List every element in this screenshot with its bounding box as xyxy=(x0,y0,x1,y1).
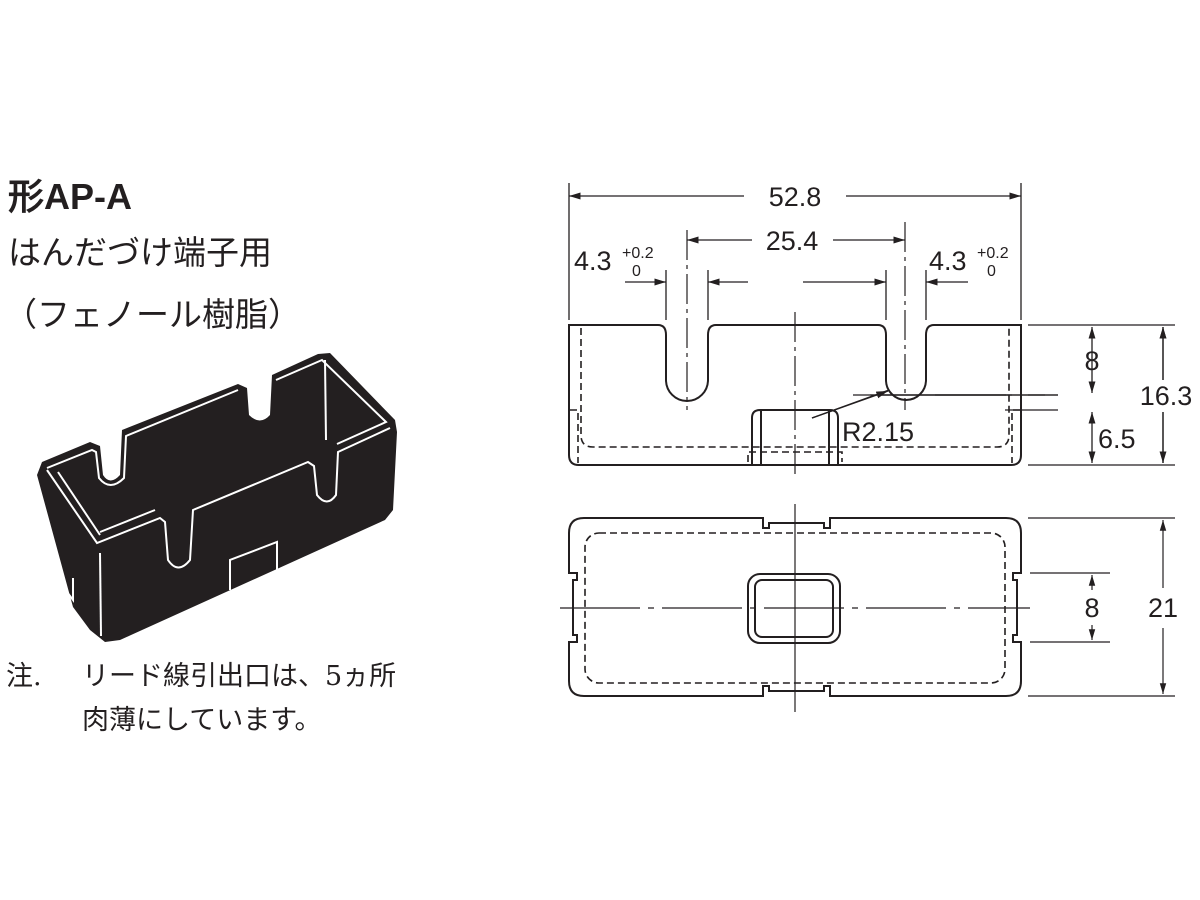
tol-lower-left: 0 xyxy=(632,263,641,280)
note-line-2: 肉薄にしています。 xyxy=(82,705,322,736)
tol-upper-left: +0.2 xyxy=(622,245,654,262)
note-label: 注. xyxy=(6,661,42,692)
dim-overall-width: 52.8 xyxy=(769,182,822,212)
top-view-dimensions: 8 21 xyxy=(1084,593,1178,623)
front-view-outline xyxy=(568,324,1022,466)
dim-slot-depth: 8 xyxy=(1084,346,1099,376)
isometric-box-illustration xyxy=(37,353,397,642)
note-text-1: リード線引出口は、5ヵ所 xyxy=(82,661,397,692)
dim-inner-width: 8 xyxy=(1084,593,1099,623)
front-view xyxy=(568,183,1175,478)
note-line-1: 注. リード線引出口は、5ヵ所 xyxy=(6,654,396,693)
tol-lower-right: 0 xyxy=(987,263,996,280)
top-view xyxy=(560,504,1175,712)
product-subtitle: はんだづけ端子用 xyxy=(8,233,272,272)
product-title: 形AP-A xyxy=(8,176,132,217)
front-view-dimensions: 52.8 25.4 4.3 +0.2 0 4.3 +0.2 0 8 16.3 6… xyxy=(574,182,1192,454)
dim-radius: R2.15 xyxy=(842,417,914,447)
tol-upper-right: +0.2 xyxy=(977,245,1009,262)
dim-slot-width-right: 4.3 xyxy=(929,246,967,276)
dim-height: 16.3 xyxy=(1140,381,1193,411)
dim-slot-width-left: 4.3 xyxy=(574,246,612,276)
material-label: （フェノール樹脂） xyxy=(4,295,301,334)
top-view-outline xyxy=(568,517,1022,697)
dim-slot-pitch: 25.4 xyxy=(766,226,819,256)
dim-depth: 21 xyxy=(1148,593,1178,623)
dim-notch-height: 6.5 xyxy=(1098,424,1136,454)
